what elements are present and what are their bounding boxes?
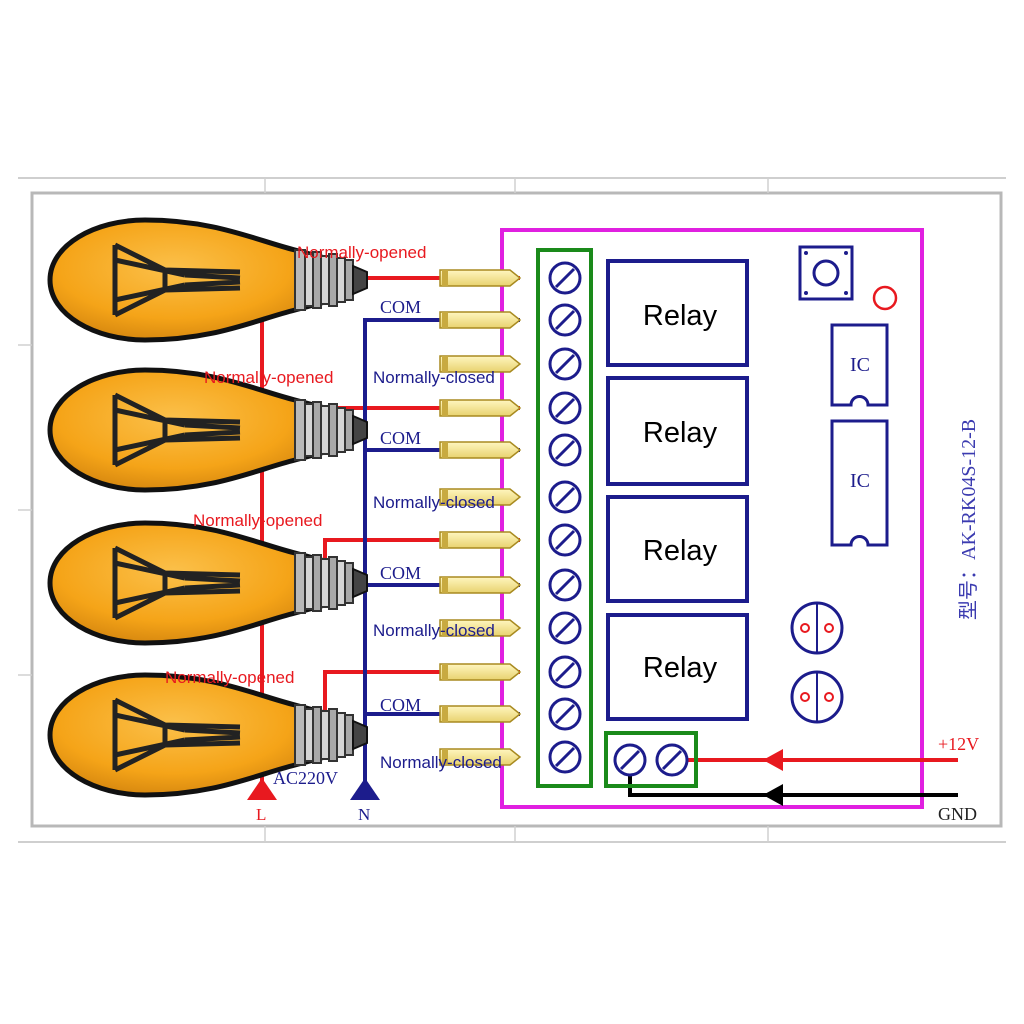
ic-chip-1: IC [830,323,889,407]
relay-label: Relay [643,417,718,449]
relay-1: Relay [606,259,749,367]
normally-opened-label-2: Normally-opened [204,368,333,387]
ic-label: IC [850,354,870,376]
drawing-frame [18,177,1006,843]
plus12v-label: +12V [938,734,979,754]
antenna-pad-2 [790,670,844,724]
normally-closed-label-1: Normally-closed [373,368,495,387]
normally-closed-label-4: Normally-closed [380,753,502,772]
bulb-1 [50,220,367,340]
neutral-terminal-icon [350,778,380,800]
power-terminal [604,731,698,788]
com-label-3: COM [380,563,421,583]
com-label-1: COM [380,297,421,317]
bulb-2 [50,370,367,490]
ac220v-label: AC220V [273,768,338,788]
normally-opened-label-1: Normally-opened [297,243,426,262]
neutral-label: N [358,805,370,824]
relay-2: Relay [606,376,749,486]
relay-board [500,228,924,809]
relay-label: Relay [643,535,718,567]
model-label: 型号：AK-RK04S-12-B [957,419,980,620]
relay-3: Relay [606,495,749,603]
led-icon [872,285,898,311]
live-terminal-icon [247,778,277,800]
normally-closed-label-2: Normally-closed [373,493,495,512]
relay-label: Relay [643,652,718,684]
antenna-pad-1 [790,601,844,655]
connector-pins [439,269,521,766]
com-label-2: COM [380,428,421,448]
relay-4: Relay [606,613,749,721]
bulb-3 [50,523,367,643]
push-button-icon [798,245,854,301]
normally-opened-label-3: Normally-opened [193,511,322,530]
arrow-gnd [763,784,783,806]
live-label: L [256,805,266,824]
ic-label: IC [850,470,870,492]
com-label-4: COM [380,695,421,715]
terminal-block [536,248,593,788]
normally-closed-label-3: Normally-closed [373,621,495,640]
ic-chip-2: IC [830,419,889,547]
normally-opened-label-4: Normally-opened [165,668,294,687]
arrow-plus12v [763,749,783,771]
relay-label: Relay [643,300,718,332]
gnd-label: GND [938,804,977,824]
